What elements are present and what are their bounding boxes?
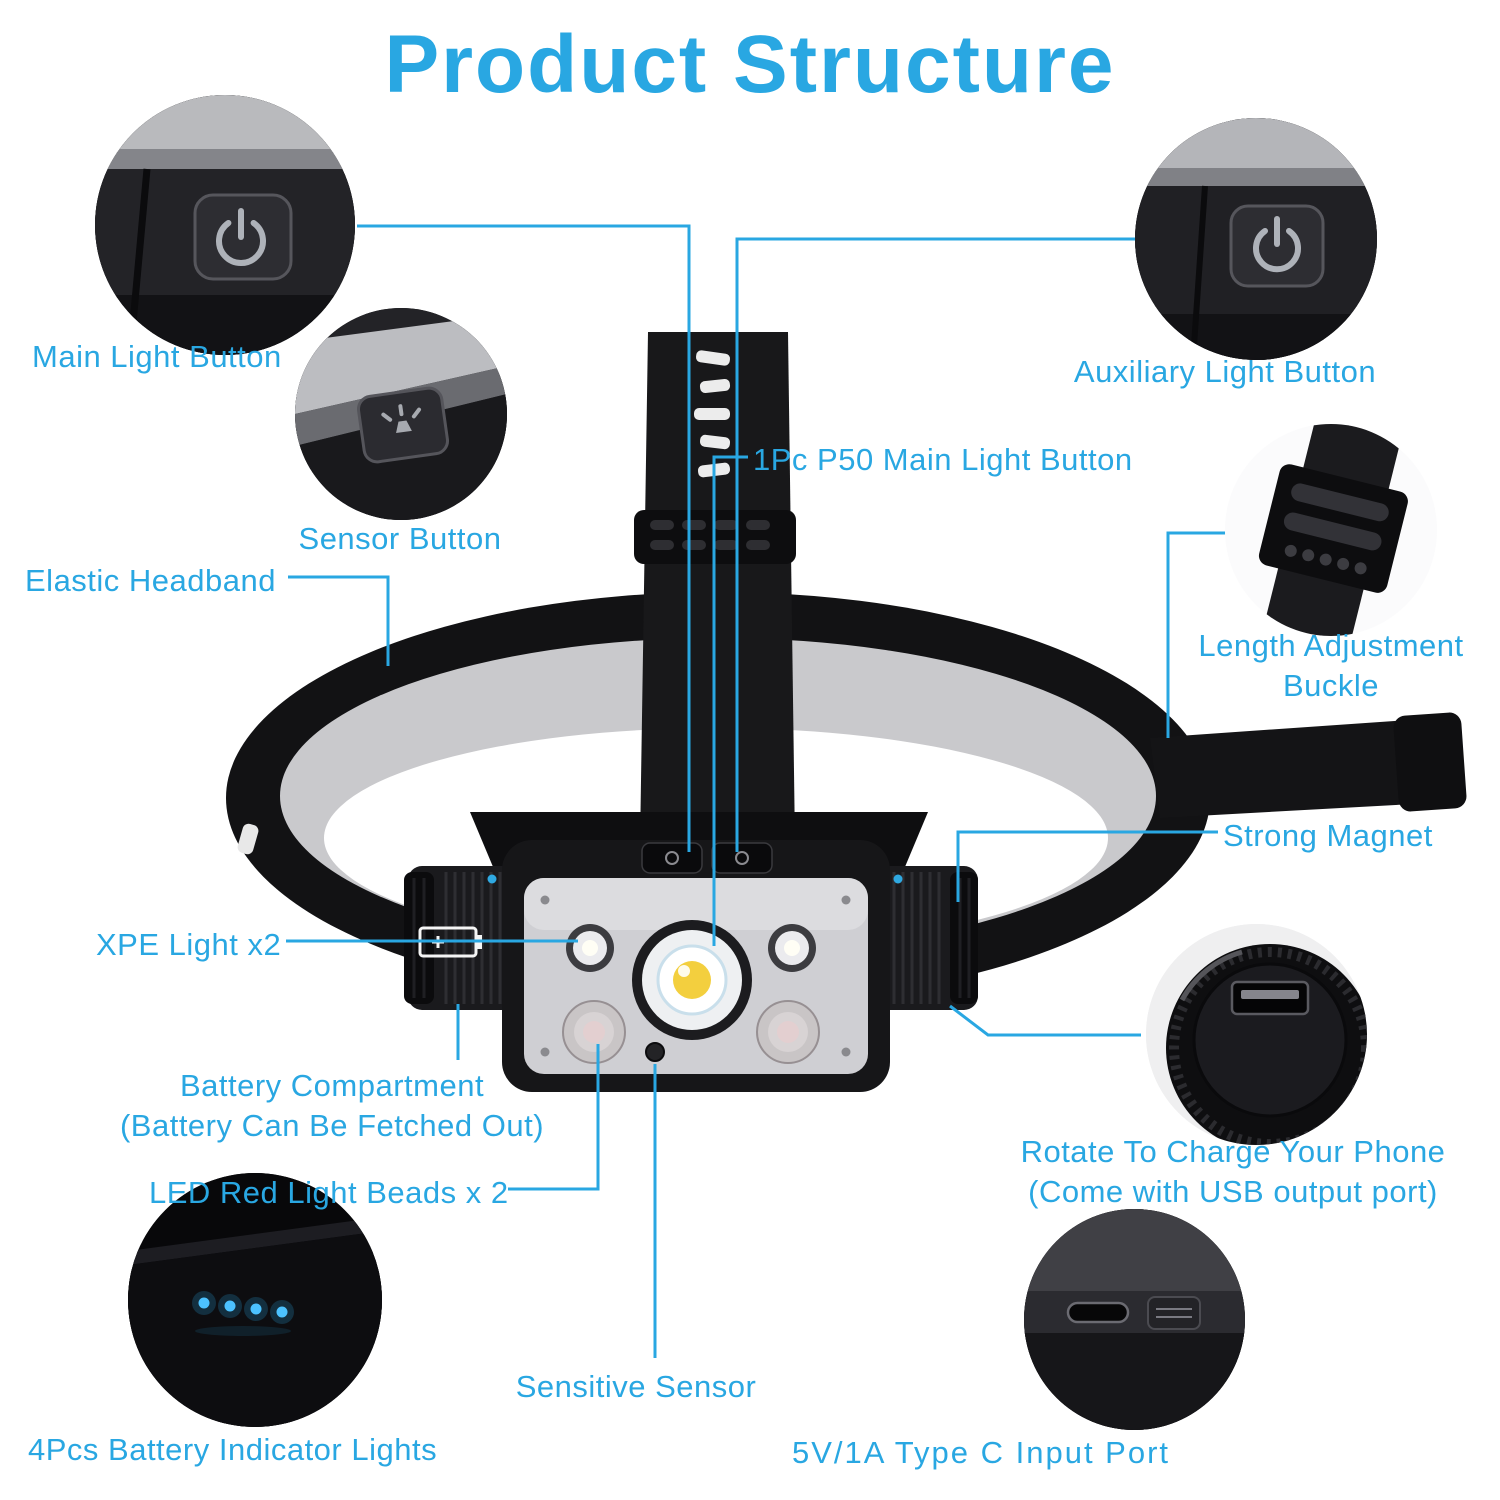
cylinder-indicator-led xyxy=(487,874,497,884)
label-strong-magnet: Strong Magnet xyxy=(1223,818,1433,853)
label-sensor-button: Sensor Button xyxy=(298,521,502,556)
label-length-adjustment-buckle: Length Adjustment Buckle xyxy=(1198,626,1463,706)
callout-line-main-light-button xyxy=(357,224,691,852)
callout-line-rotate-to-charge xyxy=(949,1004,1141,1037)
label-length-adjustment-line2: Buckle xyxy=(1282,668,1380,703)
headband-logo-mark xyxy=(237,823,259,855)
label-type-c-input-port: 5V/1A Type C Input Port xyxy=(792,1435,1171,1470)
callout-line-auxiliary-light-button xyxy=(735,237,1136,852)
auxiliary-light-button xyxy=(711,842,773,874)
inset-type-c-port xyxy=(1024,1209,1245,1430)
strap-end-clip xyxy=(1150,712,1467,818)
port-marking-plate xyxy=(1147,1296,1201,1330)
lamp-housing xyxy=(502,840,890,1092)
callout-line-led-red-beads xyxy=(508,1044,600,1191)
face-screws xyxy=(540,895,851,1057)
main-light-button xyxy=(641,842,703,874)
label-length-adjustment-line1: Length Adjustment xyxy=(1198,628,1464,663)
label-battery-compartment-line2: (Battery Can Be Fetched Out) xyxy=(119,1108,545,1143)
power-icon xyxy=(735,851,749,865)
usb-c-port xyxy=(1066,1301,1130,1324)
callout-line-length-adjustment-buckle xyxy=(1166,531,1227,738)
red-led-right xyxy=(756,1000,820,1064)
four-blue-indicator-dots xyxy=(192,1291,294,1336)
label-battery-compartment: Battery Compartment (Battery Can Be Fetc… xyxy=(120,1066,544,1146)
inset-rotate-to-charge xyxy=(1146,924,1367,1145)
label-rotate-to-charge-line1: Rotate To Charge Your Phone xyxy=(1020,1134,1446,1169)
inset-auxiliary-light-button xyxy=(1135,118,1377,360)
left-battery-cylinder xyxy=(404,866,528,1010)
cylinder-indicator-led xyxy=(893,874,903,884)
label-battery-indicator-lights: 4Pcs Battery Indicator Lights xyxy=(28,1432,438,1467)
red-led-left xyxy=(562,1000,626,1064)
sensor-light-icon xyxy=(381,404,422,434)
label-sensitive-sensor: Sensitive Sensor xyxy=(515,1369,757,1404)
label-elastic-headband: Elastic Headband xyxy=(25,563,276,598)
label-rotate-to-charge-line2: (Come with USB output port) xyxy=(1028,1174,1438,1209)
strap-logo-marks xyxy=(694,350,731,478)
label-auxiliary-light-button: Auxiliary Light Button xyxy=(1073,354,1377,389)
label-led-red-light-beads: LED Red Light Beads x 2 xyxy=(149,1175,509,1210)
label-xpe-light: XPE Light x2 xyxy=(96,927,282,962)
xpe-led-left xyxy=(566,924,614,972)
label-battery-compartment-line1: Battery Compartment xyxy=(179,1068,485,1103)
xpe-led-right xyxy=(768,924,816,972)
inset-battery-indicator-lights xyxy=(128,1173,382,1427)
power-icon xyxy=(216,208,266,266)
inset-length-adjustment-buckle xyxy=(1225,424,1437,636)
page-title: Product Structure xyxy=(384,19,1116,110)
main-led-lens xyxy=(632,920,752,1040)
strap-buckle-closeup xyxy=(1258,464,1408,593)
callout-lines xyxy=(286,224,1227,1358)
label-rotate-to-charge: Rotate To Charge Your Phone (Come with U… xyxy=(1021,1132,1446,1212)
callout-line-p50-main-light xyxy=(712,455,748,946)
label-p50-main-light-button: 1Pc P50 Main Light Button xyxy=(753,442,1133,477)
proximity-sensor xyxy=(645,1042,665,1062)
callout-line-elastic-headband xyxy=(288,575,390,666)
label-main-light-button: Main Light Button xyxy=(32,339,282,374)
inset-sensor-button xyxy=(295,308,507,520)
inset-main-light-button xyxy=(95,95,355,355)
callout-line-strong-magnet xyxy=(956,830,1218,902)
power-icon xyxy=(1253,216,1301,273)
power-icon xyxy=(665,851,679,865)
